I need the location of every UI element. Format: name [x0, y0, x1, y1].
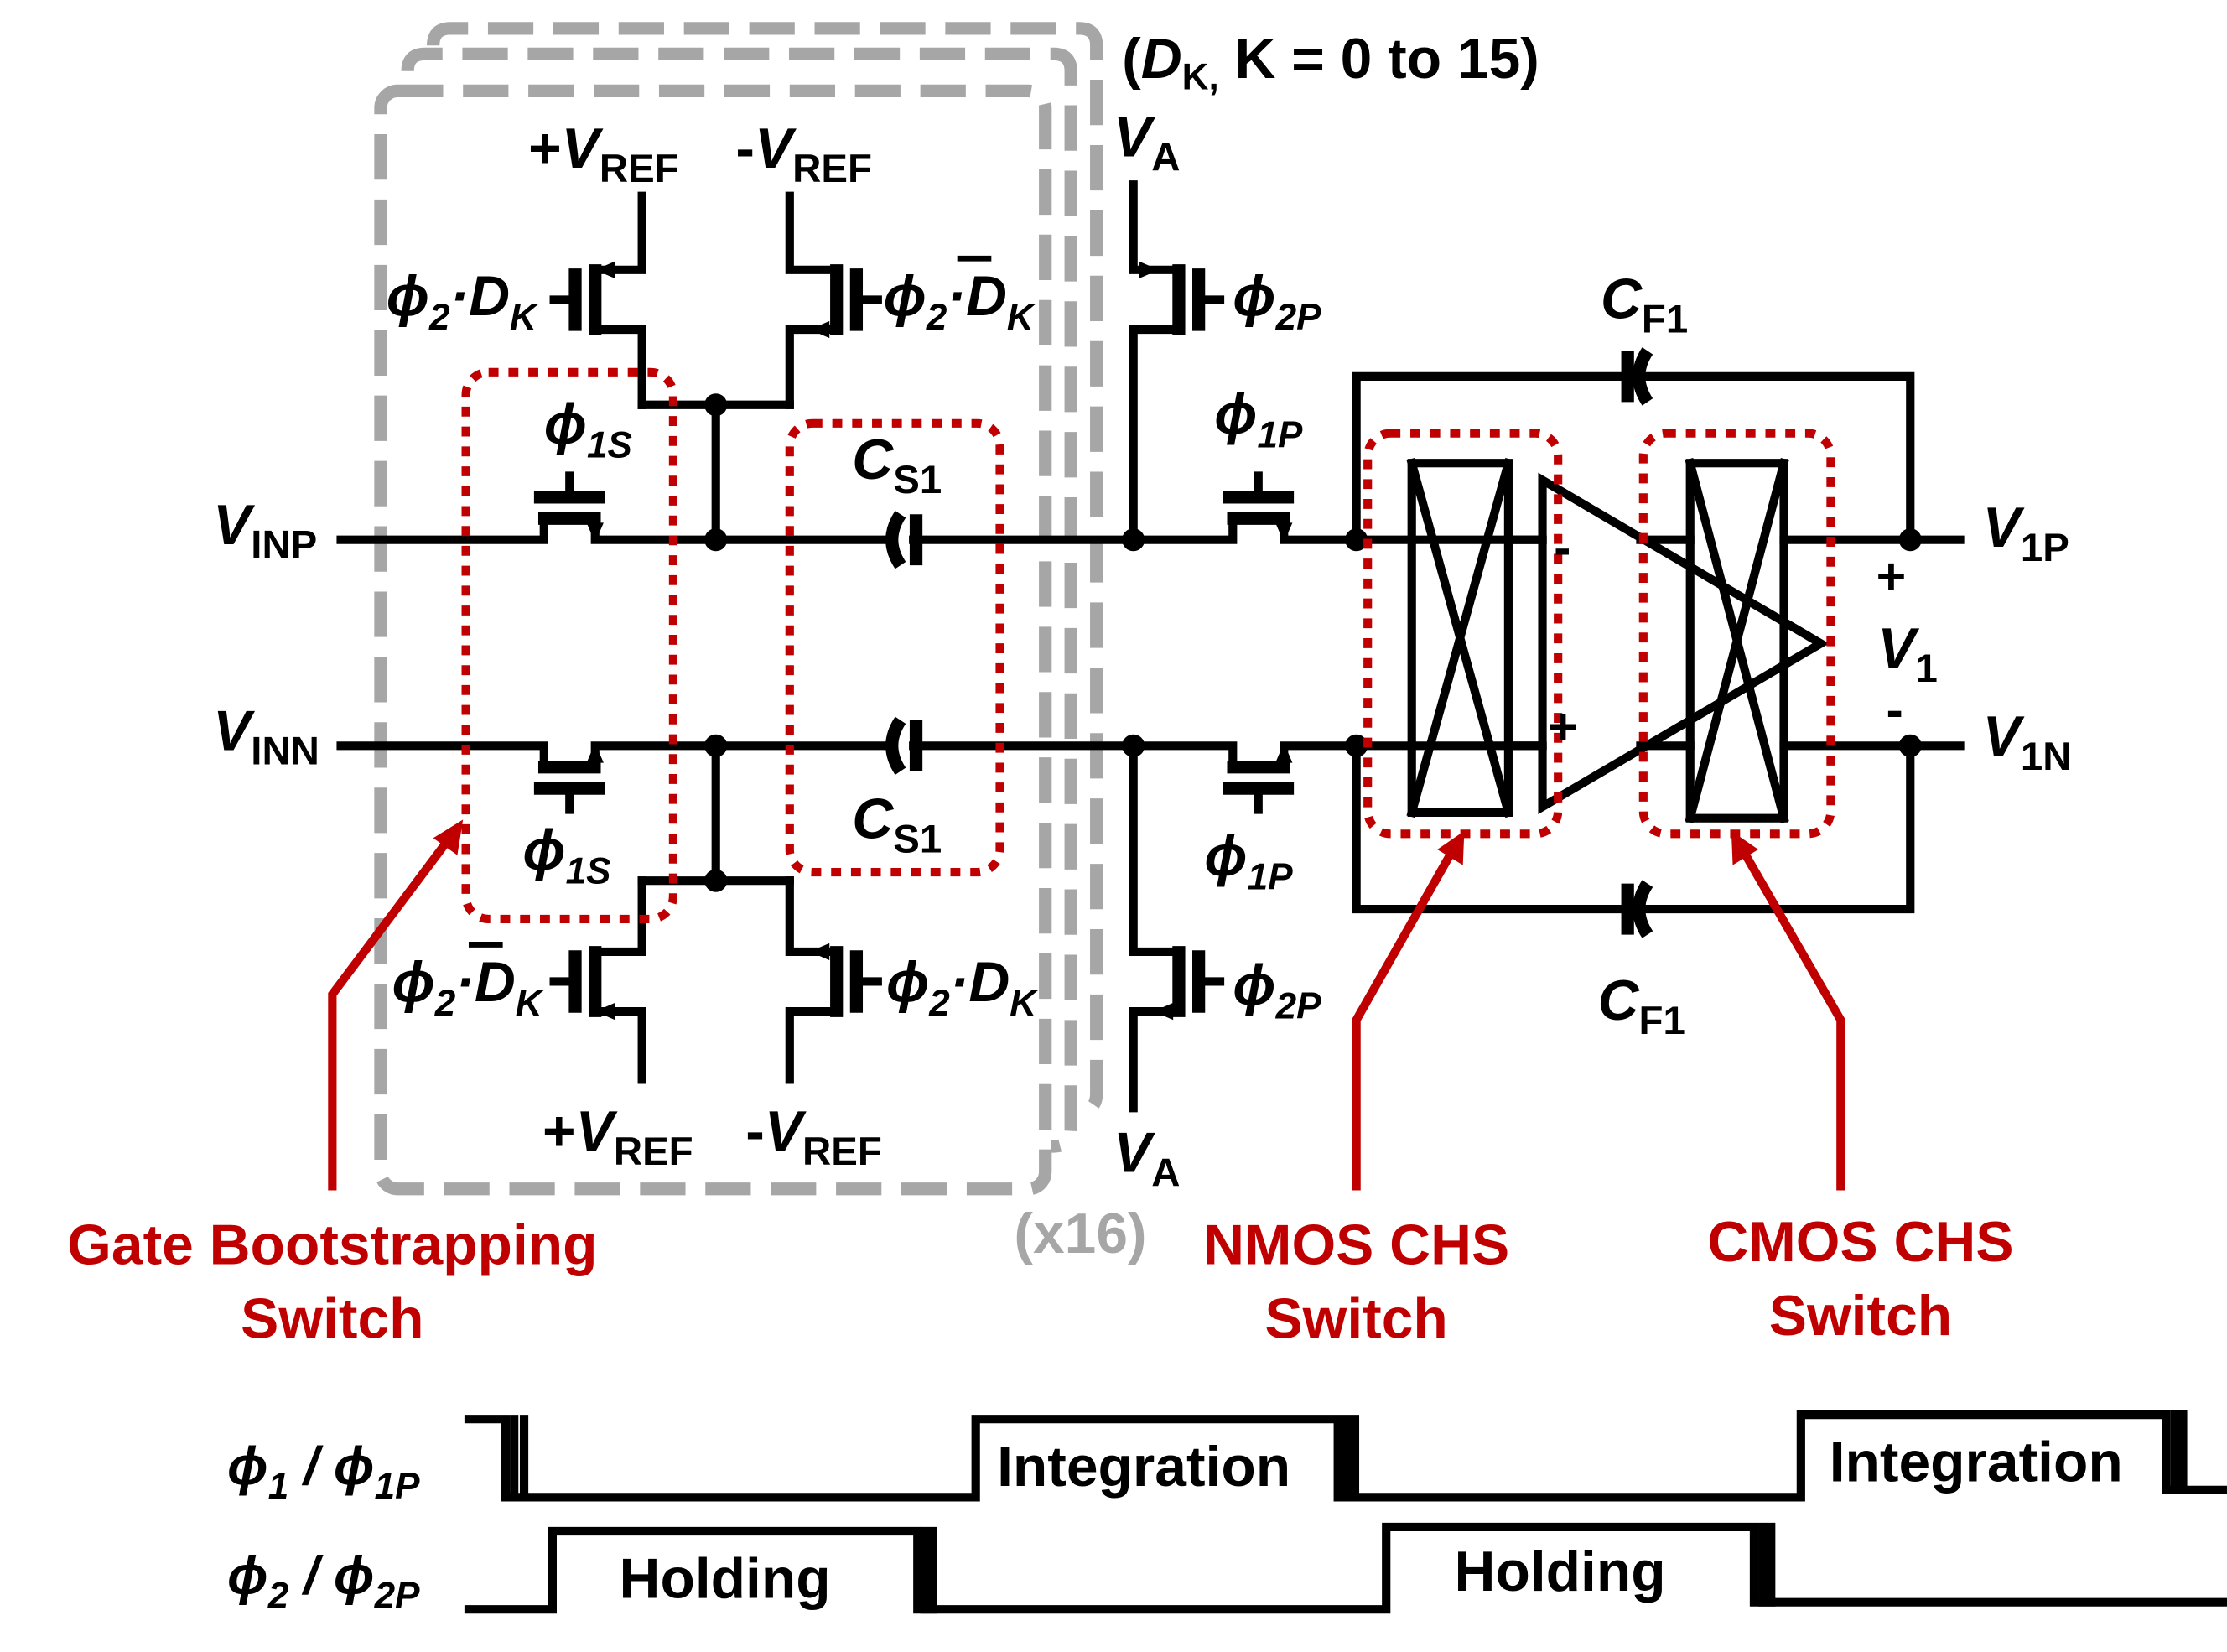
phi2p-top: ϕ2P — [1233, 265, 1321, 338]
holding-label-1: Holding — [620, 1548, 831, 1611]
junction-dots — [704, 393, 1922, 892]
amp-plus: + — [1548, 699, 1578, 756]
cs1-bottom-plate — [885, 716, 906, 776]
phi1-timing-label: ϕ1 / ϕ1P — [227, 1436, 420, 1507]
dk-range-label: (DK, K = 0 to 15) — [1122, 28, 1539, 98]
cmos-chs-box — [1685, 459, 1788, 823]
phi2-waveform — [464, 1522, 2227, 1614]
amplifier — [1538, 472, 1830, 815]
cmos-chs-label-1: CMOS CHS — [1707, 1211, 2013, 1274]
cf1-top-label: CF1 — [1601, 268, 1688, 341]
cs1-bottom-label: CS1 — [852, 787, 942, 861]
cmos-chs-outline — [1638, 429, 1835, 839]
vinp-label: VINP — [213, 494, 317, 568]
cs1-box — [785, 418, 1004, 877]
cf1-bottom-plate-curve — [1633, 880, 1653, 938]
phi1s-top: ϕ1S — [544, 393, 632, 466]
vref-pos-bottom: +VREF — [542, 1100, 693, 1174]
nmos-chs-label-1: NMOS CHS — [1203, 1214, 1509, 1277]
phi1s-bottom: ϕ1S — [522, 819, 610, 892]
gate-bootstrap-label-1: Gate Bootstrapping — [67, 1214, 597, 1277]
labels: (DK, K = 0 to 15) +VREF -VREF +VREF -VRE… — [67, 28, 2123, 1616]
annotation-arrows — [328, 819, 1845, 1191]
va-bottom: VA — [1114, 1121, 1180, 1195]
nmos-chs-label-2: Switch — [1264, 1288, 1447, 1351]
capacitors — [885, 347, 1653, 938]
cf1-bottom-label: CF1 — [1598, 969, 1685, 1043]
chs-and-amp — [1406, 457, 1830, 823]
integration-label-1: Integration — [997, 1436, 1290, 1499]
phi1p-top: ϕ1P — [1214, 383, 1303, 456]
cmos-chs-label-2: Switch — [1769, 1285, 1952, 1348]
v1-plus: + — [1877, 548, 1907, 605]
v1n-label: V1N — [1983, 705, 2072, 779]
phi1p-bottom: ϕ1P — [1204, 824, 1293, 897]
va-top: VA — [1114, 106, 1180, 179]
v1-minus: - — [1886, 681, 1903, 738]
phi2-dkbar-bottom-left: ϕ2·DK — [392, 951, 545, 1024]
phi2-dkbar-top-right: ϕ2·DK — [884, 265, 1036, 338]
phi2p-bottom: ϕ2P — [1233, 954, 1321, 1027]
integration-label-2: Integration — [1830, 1431, 2123, 1494]
nmos-chs-box — [1407, 459, 1513, 817]
vref-neg-top: -VREF — [735, 117, 872, 191]
holding-label-2: Holding — [1455, 1540, 1666, 1603]
gate-bootstrap-label-2: Switch — [241, 1288, 423, 1351]
replica-boxes — [374, 22, 1103, 1196]
cf1-top-plate-curve — [1633, 347, 1653, 406]
v1p-label: V1P — [1983, 496, 2069, 570]
phi2-dk-top-left: ϕ2·DK — [387, 265, 539, 338]
phi2-timing-label: ϕ2 / ϕ2P — [227, 1546, 420, 1617]
vref-neg-bottom: -VREF — [745, 1100, 882, 1174]
vref-pos-top: +VREF — [528, 117, 679, 191]
transistors — [533, 261, 1295, 1021]
vinn-label: VINN — [213, 699, 319, 773]
phi1-waveform — [464, 1410, 2227, 1502]
cs1-top-label: CS1 — [852, 429, 942, 502]
wires — [336, 180, 1965, 1113]
phi2-dk-bottom-right: ϕ2·DK — [886, 951, 1039, 1024]
v1-label: V1 — [1877, 617, 1938, 691]
cs1-top-plate — [885, 510, 906, 569]
gate-bootstrap-box — [461, 367, 677, 924]
x16-label: (x16) — [1014, 1203, 1146, 1265]
timing-waveforms — [464, 1410, 2227, 1614]
annotation-boxes — [461, 367, 1835, 924]
amp-minus: - — [1554, 519, 1570, 576]
